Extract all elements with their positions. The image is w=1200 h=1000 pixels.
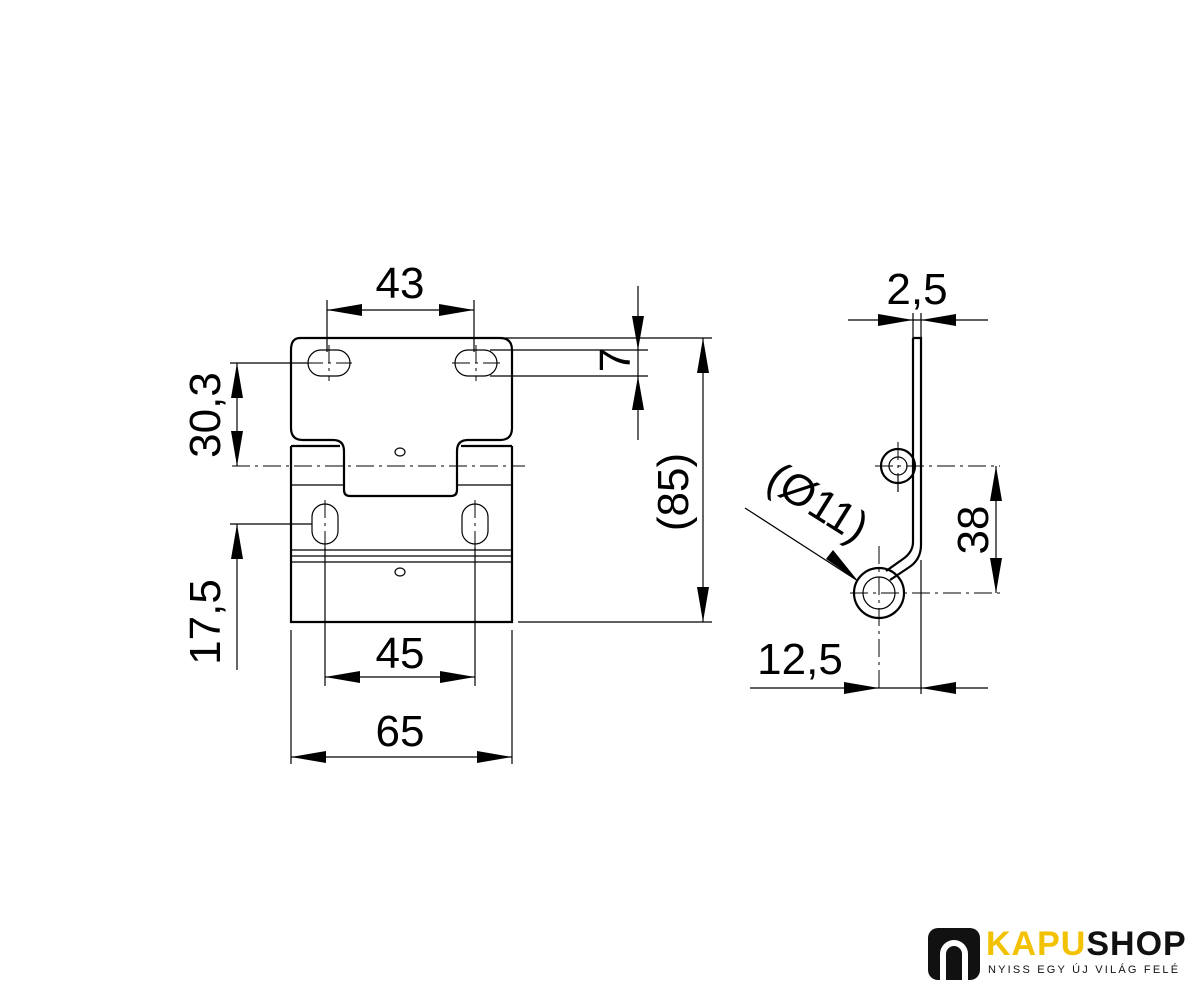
front-view <box>232 336 525 624</box>
door-arch-icon <box>928 928 980 980</box>
dimension-38: 38 <box>949 466 1002 593</box>
dimension-17-5: 17,5 <box>181 523 312 670</box>
dimension-diameter-11-label: (Ø11) <box>758 453 877 552</box>
logo-brand-part1: KAPU <box>986 925 1087 963</box>
dimension-45-label: 45 <box>376 629 425 678</box>
dimension-7-label: 7 <box>591 348 640 372</box>
dimension-2-5: 2,5 <box>848 265 988 342</box>
dimension-7: 7 <box>490 286 648 440</box>
dimension-45: 45 <box>324 548 476 686</box>
dimension-12-5: 12,5 <box>750 560 988 694</box>
side-view <box>850 336 1005 692</box>
dimension-43-label: 43 <box>376 259 425 308</box>
logo-brand-part2: SHOP <box>1086 925 1187 963</box>
dimension-30-3: 30,3 <box>181 362 308 466</box>
dimension-30-3-label: 30,3 <box>181 372 230 458</box>
dimension-2-5-label: 2,5 <box>886 265 947 314</box>
dimension-38-label: 38 <box>949 506 998 555</box>
dimension-85: (85) <box>496 337 712 623</box>
dimension-43: 43 <box>326 259 475 352</box>
dimension-diameter-11: (Ø11) <box>744 453 877 582</box>
dimension-65-label: 65 <box>376 707 425 756</box>
dimension-85-label: (85) <box>649 453 698 531</box>
logo-wordmark: KAPUSHOP <box>986 926 1187 962</box>
kapushop-logo: KAPUSHOP NYISS EGY ÚJ VILÁG FELÉ <box>928 926 1190 984</box>
dimension-17-5-label: 17,5 <box>181 579 230 665</box>
dimension-65: 65 <box>290 630 513 764</box>
dimension-12-5-label: 12,5 <box>757 635 843 684</box>
logo-tagline: NYISS EGY ÚJ VILÁG FELÉ <box>988 964 1181 976</box>
